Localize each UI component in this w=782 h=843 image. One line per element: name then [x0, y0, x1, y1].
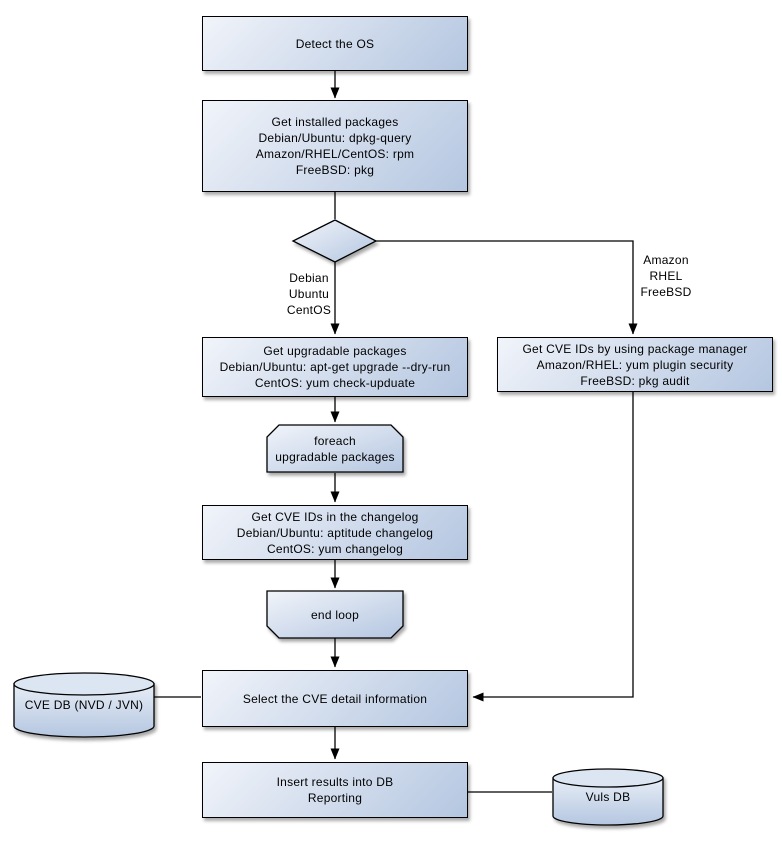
edge-label-line: Ubuntu [288, 287, 330, 301]
node-line: Debian/Ubuntu: dpkg-query [258, 131, 412, 145]
end-loop-shape [266, 590, 404, 639]
branch-label-left: Debian Ubuntu CentOS [271, 270, 347, 318]
node-line: Get CVE IDs in the changelog [251, 509, 419, 524]
edge-label-line: Amazon [643, 253, 689, 267]
node-select-cve-detail: Select the CVE detail information [202, 670, 468, 727]
node-line: Amazon/RHEL: yum plugin security [536, 357, 734, 372]
foreach-shape [266, 424, 404, 473]
edge-label-line: Debian [289, 271, 329, 285]
cve-db-cylinder [13, 672, 155, 738]
node-line: Debian/Ubuntu: aptitude changelog [236, 525, 434, 540]
edge-label-line: CentOS [286, 303, 332, 317]
branch-label-right: Amazon RHEL FreeBSD [628, 252, 704, 300]
decision-diamond [291, 219, 378, 263]
node-insert-results: Insert results into DB Reporting [202, 762, 468, 818]
connector-decision-to-cve-pkg-manager [375, 240, 638, 335]
node-line: Insert results into DB [276, 775, 394, 789]
node-line: Amazon/RHEL/CentOS: rpm [255, 147, 415, 161]
node-line: Select the CVE detail information [242, 691, 428, 706]
edge-label-line: RHEL [649, 269, 683, 283]
node-line: CentOS: yum check-upduate [254, 376, 416, 390]
node-get-cve-ids-changelog: Get CVE IDs in the changelog Debian/Ubun… [202, 505, 468, 560]
node-line: FreeBSD: pkg audit [580, 373, 690, 388]
node-detect-os: Detect the OS [202, 16, 468, 71]
node-line: Get CVE IDs by using package manager [522, 341, 748, 356]
edge-label-line: FreeBSD [640, 285, 692, 299]
node-line: Debian/Ubuntu: apt-get upgrade --dry-run [219, 360, 451, 374]
node-line: CentOS: yum changelog [267, 541, 403, 556]
node-line: Get installed packages [271, 115, 399, 129]
node-line: FreeBSD: pkg [295, 163, 375, 177]
node-line: Reporting [307, 791, 363, 805]
vuls-db-cylinder [552, 768, 664, 826]
node-line: Detect the OS [295, 36, 375, 51]
node-line: Get upgradable packages [263, 344, 407, 358]
node-get-cve-ids-package-manager: Get CVE IDs by using package manager Ama… [497, 337, 773, 392]
node-get-upgradable-packages: Get upgradable packages Debian/Ubuntu: a… [202, 337, 468, 397]
connector-cve-pkg-manager-to-select [472, 392, 634, 702]
node-get-installed-packages: Get installed packages Debian/Ubuntu: dp… [202, 100, 468, 192]
